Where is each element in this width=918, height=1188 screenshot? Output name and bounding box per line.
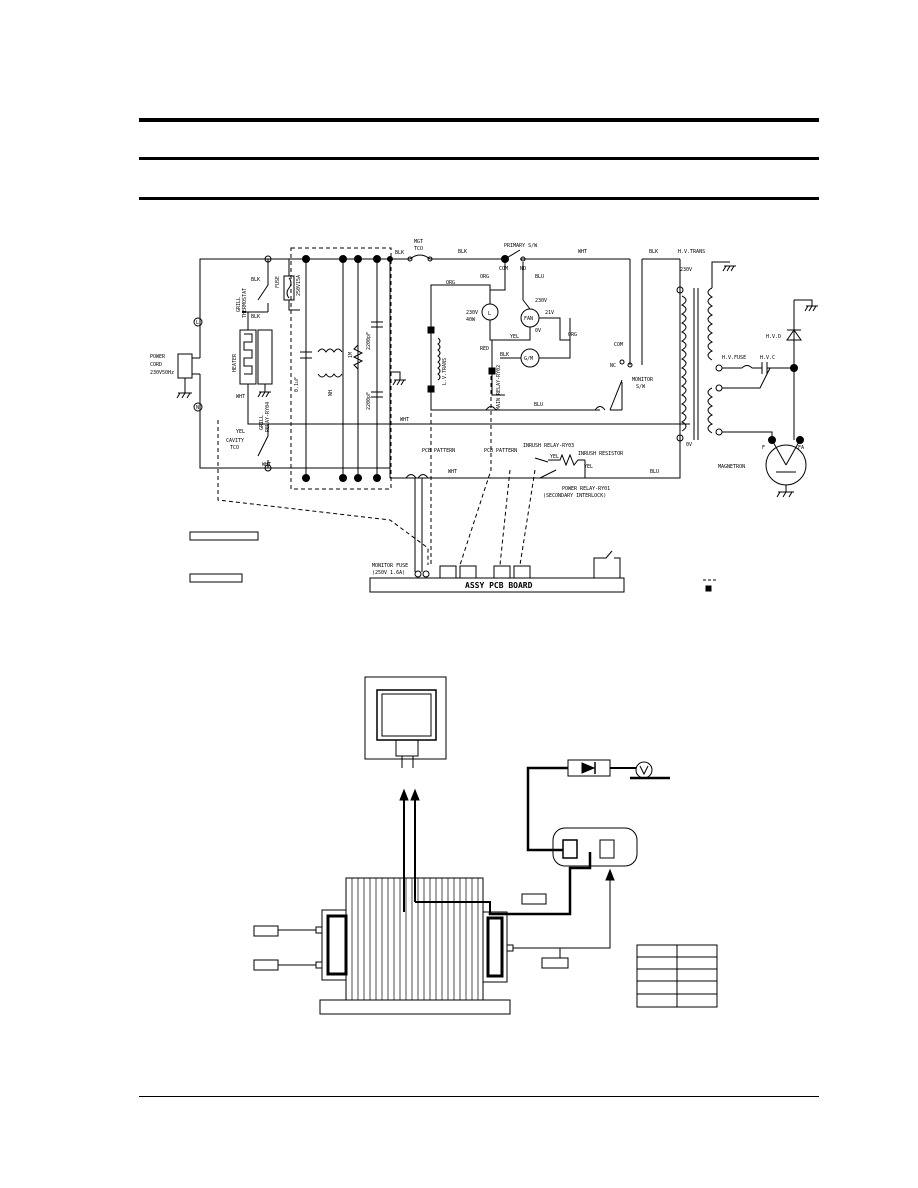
assembly-diagram bbox=[253, 676, 718, 1015]
blu-label-3: BLU bbox=[650, 469, 659, 475]
lamp-rating-label: 230V bbox=[466, 310, 478, 316]
assy-pcb-label: ASSY PCB BOARD bbox=[465, 581, 533, 590]
cap-01uf-label: 0.1uF bbox=[294, 377, 300, 392]
power-cord-label-2: CORD bbox=[150, 362, 162, 368]
fan-21v-label: 21V bbox=[545, 310, 554, 316]
red-label: RED bbox=[480, 346, 489, 352]
hv-d-label: H.V.D bbox=[766, 334, 781, 340]
grill-thermostat-label: GRILL bbox=[236, 297, 242, 312]
hv-primary-coil bbox=[680, 295, 687, 432]
main-relay-label: MAIN RELAY-RY02 bbox=[496, 365, 502, 410]
hv-secondary-coil bbox=[707, 287, 714, 361]
grill-relay-label-2: RELAY-RY04 bbox=[265, 402, 271, 432]
magnetron-label: MAGNETRON bbox=[718, 464, 745, 470]
monitor-nc-label: NC bbox=[610, 363, 616, 369]
t-0v-label: 0V bbox=[686, 442, 692, 448]
fuse-label: FUSE bbox=[275, 276, 281, 288]
hv-capacitor-housing bbox=[552, 827, 638, 867]
wht-label-1: WHT bbox=[236, 394, 245, 400]
filament-f-label: F bbox=[762, 445, 765, 451]
line-l-marker bbox=[193, 317, 203, 327]
blk-label-3: BLK bbox=[395, 250, 404, 256]
monitor-sw-label-2: S/W bbox=[636, 384, 646, 390]
monitor-sw-label: MONITOR bbox=[632, 377, 654, 383]
header-rule-bottom bbox=[139, 197, 819, 200]
monitor-com-label: COM bbox=[614, 342, 623, 348]
fan-label: FAN bbox=[524, 316, 533, 322]
wht-label-5: WHT bbox=[448, 469, 457, 475]
power-cord-label-1: POWER bbox=[150, 354, 166, 360]
monitor-fuse-label: MONITOR FUSE bbox=[372, 563, 408, 569]
wht-label-4: WHT bbox=[400, 417, 409, 423]
power-cord-label-3: 230V50Hz bbox=[150, 370, 174, 376]
fan-0v-label: 0V bbox=[535, 328, 541, 334]
mgt-tco-label: MGT bbox=[414, 239, 423, 245]
power-plug bbox=[176, 353, 200, 399]
yel-label-2: YEL bbox=[510, 334, 519, 340]
line-n-marker bbox=[193, 402, 203, 412]
cavity-tco-label-2: TCO bbox=[230, 445, 239, 451]
wht-label-3: WHT bbox=[578, 249, 587, 255]
org-label-1: ORG bbox=[480, 274, 489, 280]
heater-element bbox=[239, 329, 257, 385]
power-relay-label: POWER RELAY-RY01 bbox=[562, 486, 610, 492]
hv-trans-label: H.V.TRANS bbox=[678, 249, 705, 255]
yel-label-1: YEL bbox=[236, 429, 245, 435]
filament-fa-label: FA bbox=[798, 445, 804, 451]
fan-230v-label: 230V bbox=[535, 298, 547, 304]
lamp-rating-label-2: 40W bbox=[466, 317, 476, 323]
yel-label-4: YEL bbox=[584, 464, 593, 470]
blu-label-2: BLU bbox=[534, 402, 543, 408]
plug-housing bbox=[364, 676, 447, 760]
choke-label: NH bbox=[328, 390, 334, 396]
yel-label-3: YEL bbox=[550, 454, 559, 460]
footer-rule bbox=[139, 1096, 819, 1097]
grill-relay-label: GRILL bbox=[259, 415, 265, 430]
lv-trans-coil bbox=[437, 337, 441, 381]
gm-label: G/M bbox=[524, 356, 533, 362]
pcb-pattern-label-b: PCB PATTERN bbox=[484, 448, 517, 454]
pcb-pattern-label-a: PCB PATTERN bbox=[422, 448, 455, 454]
primary-no-label: NO bbox=[520, 266, 526, 272]
header-rule-middle bbox=[139, 157, 819, 160]
t-230v-label: 230V bbox=[680, 267, 692, 273]
legend-box-2 bbox=[189, 573, 243, 583]
hv-diode-symbol bbox=[786, 329, 802, 341]
blk-label-6: BLK bbox=[500, 352, 509, 358]
mgt-tco-symbol bbox=[409, 254, 431, 260]
fuse-rating-label: 250V15A bbox=[296, 275, 302, 296]
blk-label-1: BLK bbox=[251, 277, 260, 283]
cap-2200pf-label-b: 2200pF bbox=[366, 392, 372, 410]
blu-label-1: BLU bbox=[535, 274, 544, 280]
org-label-3: ORG bbox=[568, 332, 577, 338]
blk-label-4: BLK bbox=[458, 249, 467, 255]
blk-label-5: BLK bbox=[649, 249, 658, 255]
lv-trans-label: L.V.TRANS bbox=[442, 358, 448, 385]
legend-box-1 bbox=[189, 531, 259, 541]
lamp-label: L bbox=[488, 311, 491, 317]
mgt-tco-label-2: TCO bbox=[414, 246, 423, 252]
cavity-tco-label: CAVITY bbox=[226, 438, 244, 444]
header-rule-top bbox=[139, 118, 819, 122]
inrush-resistor-label: INRUSH RESISTOR bbox=[578, 451, 624, 457]
heater-label: HEATER bbox=[232, 353, 238, 372]
line-l-label: L bbox=[196, 320, 199, 326]
noise-filter-box bbox=[290, 247, 392, 490]
hv-c-label: H.V.C bbox=[760, 355, 775, 361]
secondary-interlock-label: (SECONDARY INTERLOCK) bbox=[543, 493, 606, 499]
monitor-fuse-label-2: (250V 1.6A) bbox=[372, 570, 405, 576]
org-label-2: ORG bbox=[446, 280, 455, 286]
line-n-label: N bbox=[196, 405, 199, 411]
primary-sw-label: PRIMARY S/W bbox=[504, 243, 538, 249]
resistor-label: 1M bbox=[348, 352, 354, 358]
primary-com-label: COM bbox=[499, 266, 508, 272]
hv-fuse-label: H.V.FUSE bbox=[722, 355, 746, 361]
cap-2200pf-label-a: 2200pF bbox=[366, 332, 372, 350]
grill-thermostat-label-2: THERMOSTAT bbox=[242, 288, 248, 318]
inrush-relay-label: INRUSH RELAY-RY03 bbox=[523, 443, 574, 449]
wht-label-2: WHT bbox=[262, 462, 271, 468]
blk-label-2: BLK bbox=[251, 314, 260, 320]
